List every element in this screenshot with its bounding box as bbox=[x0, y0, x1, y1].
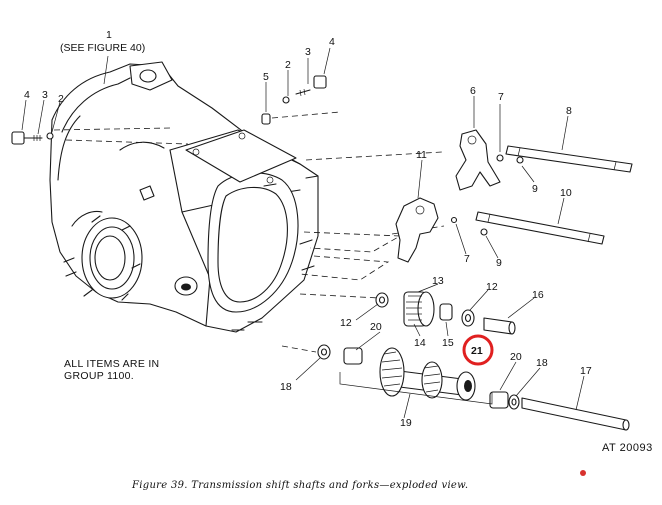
callout-2-top: 2 bbox=[285, 59, 291, 71]
callout-10: 10 bbox=[560, 187, 572, 199]
washer-12-right bbox=[461, 309, 475, 327]
shift-fork-11 bbox=[395, 197, 439, 263]
bolt-4-left bbox=[11, 131, 33, 145]
bearing-20-left bbox=[343, 347, 363, 365]
callout-13: 13 bbox=[432, 275, 444, 287]
callout-14: 14 bbox=[414, 337, 426, 349]
callout-3-left: 3 bbox=[42, 89, 48, 101]
figure-number: AT 20093 bbox=[602, 442, 653, 454]
transmission-case bbox=[49, 61, 319, 333]
callout-1: 1 bbox=[106, 29, 112, 41]
callout-labels: 1 (SEE FIGURE 40) 4 3 2 5 2 3 4 6 7 8 9 … bbox=[24, 29, 592, 429]
washer-18-right bbox=[508, 394, 520, 410]
callout-12-right: 12 bbox=[486, 281, 498, 293]
ball-9-top bbox=[516, 156, 524, 164]
screw-3-left bbox=[31, 135, 43, 141]
callout-7-top: 7 bbox=[498, 91, 504, 103]
group-note: ALL ITEMS ARE IN GROUP 1100. bbox=[64, 358, 159, 382]
bearing-20-right bbox=[489, 391, 509, 409]
callout-1-note: (SEE FIGURE 40) bbox=[60, 42, 145, 54]
callout-8: 8 bbox=[566, 105, 572, 117]
ball-9-bottom bbox=[480, 228, 488, 236]
callout-20-right: 20 bbox=[510, 351, 522, 363]
shift-shaft-10 bbox=[475, 211, 605, 245]
callout-4-left: 4 bbox=[24, 89, 30, 101]
pin-7-top bbox=[496, 154, 504, 162]
highlight-circle bbox=[462, 334, 494, 366]
callout-19: 19 bbox=[400, 417, 412, 429]
shaft-17 bbox=[521, 397, 630, 431]
shift-fork-6 bbox=[455, 129, 501, 191]
highlight-callout-21: 21 bbox=[462, 334, 494, 366]
washer-12-left bbox=[375, 292, 389, 308]
plug-5 bbox=[261, 113, 271, 125]
callout-9-top: 9 bbox=[532, 183, 538, 195]
shift-shaft-8 bbox=[505, 145, 633, 173]
washer-2-left bbox=[46, 132, 54, 140]
callout-20-left: 20 bbox=[370, 321, 382, 333]
callout-18-right: 18 bbox=[536, 357, 548, 369]
callout-18-left: 18 bbox=[280, 381, 292, 393]
red-dot-mark bbox=[580, 470, 586, 476]
nut-4-top bbox=[313, 75, 327, 89]
callout-5: 5 bbox=[263, 71, 269, 83]
figure-caption: Figure 39. Transmission shift shafts and… bbox=[132, 480, 469, 491]
washer-18-left bbox=[317, 344, 331, 360]
callout-11: 11 bbox=[416, 149, 427, 161]
washer-2-top bbox=[282, 96, 290, 104]
screw-3-top bbox=[295, 88, 311, 97]
spacer-15 bbox=[439, 303, 453, 321]
callout-2-left: 2 bbox=[58, 93, 64, 105]
callout-16: 16 bbox=[532, 289, 544, 301]
shaft-16 bbox=[483, 317, 516, 335]
gear-14 bbox=[403, 291, 435, 327]
group-note-line-1: ALL ITEMS ARE IN bbox=[64, 358, 160, 370]
callout-3-top: 3 bbox=[305, 46, 311, 58]
bracket-19 bbox=[339, 372, 493, 405]
pin-7-bottom bbox=[450, 216, 458, 224]
callout-12-left: 12 bbox=[340, 317, 352, 329]
callout-21: 21 bbox=[471, 345, 483, 357]
callout-9-bottom: 9 bbox=[496, 257, 502, 269]
callout-17: 17 bbox=[580, 365, 592, 377]
callout-15: 15 bbox=[442, 337, 454, 349]
cluster-gear-19 bbox=[379, 347, 476, 401]
assembly-lines bbox=[53, 111, 445, 353]
callout-6: 6 bbox=[470, 85, 476, 97]
callout-7-bottom: 7 bbox=[464, 253, 470, 265]
group-note-line-2: GROUP 1100. bbox=[64, 370, 135, 382]
callout-4-top: 4 bbox=[329, 36, 335, 48]
leader-lines bbox=[21, 47, 585, 411]
